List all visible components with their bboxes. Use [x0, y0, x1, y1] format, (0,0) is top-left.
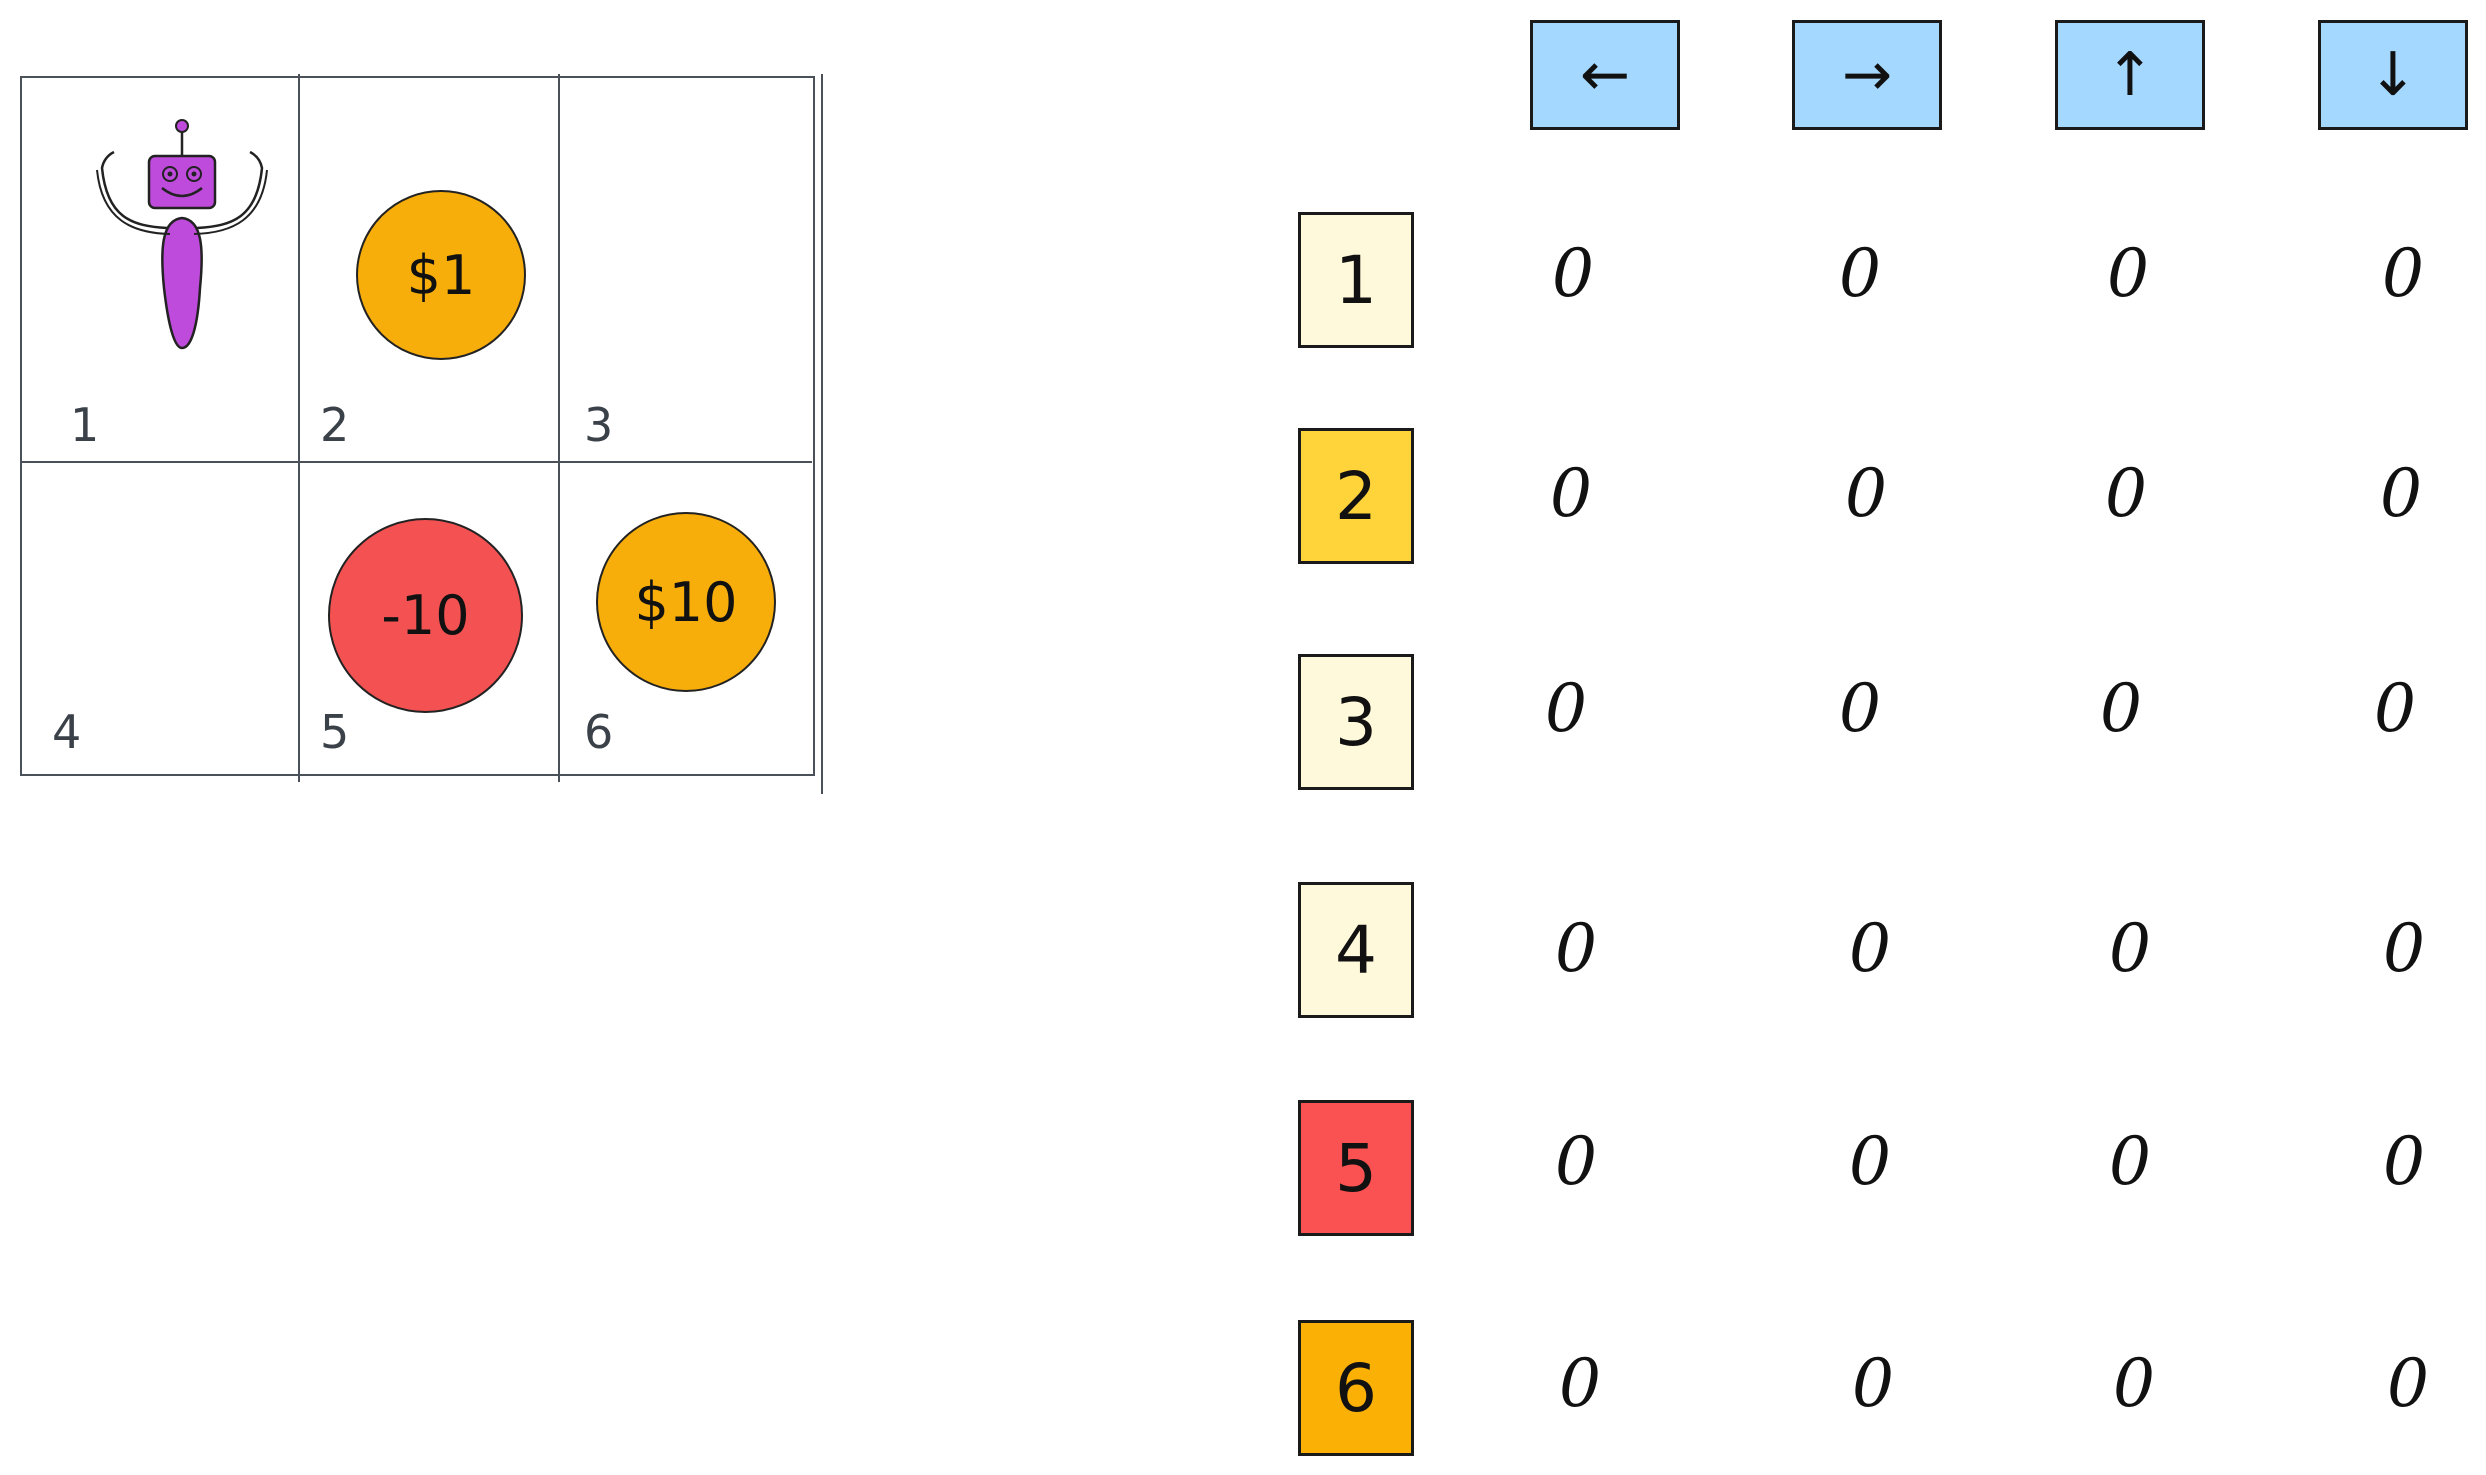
q-value: 0 [1845, 455, 1887, 532]
q-value: 0 [2380, 455, 2422, 532]
cell-number: 4 [52, 705, 82, 759]
grid-cell-4: 4 [22, 462, 298, 773]
cell-number: 1 [70, 398, 100, 452]
q-value: 0 [1559, 1345, 1601, 1422]
q-value: 0 [1849, 910, 1891, 987]
grid-cell-6: $10 6 [558, 462, 812, 773]
q-value: 0 [2109, 1123, 2151, 1200]
grid-cell-3: 3 [558, 78, 812, 462]
state-label-1: 1 [1298, 212, 1414, 348]
coin-reward: $10 [596, 512, 776, 692]
action-header-down: ↓ [2318, 20, 2468, 130]
cell-number: 2 [320, 398, 350, 452]
q-value: 0 [2109, 910, 2151, 987]
q-value: 0 [1839, 235, 1881, 312]
coin-label: $10 [634, 570, 738, 634]
grid-divider-horizontal [22, 461, 812, 463]
state-label-6: 6 [1298, 1320, 1414, 1456]
grid-divider-vertical [558, 74, 560, 782]
q-value: 0 [2383, 1123, 2425, 1200]
penalty-label: -10 [381, 584, 470, 647]
q-value: 0 [2387, 1345, 2429, 1422]
coin-reward: $1 [356, 190, 526, 360]
penalty-token: -10 [328, 518, 523, 713]
q-value: 0 [1545, 670, 1587, 747]
state-label-5: 5 [1298, 1100, 1414, 1236]
q-value: 0 [2383, 910, 2425, 987]
action-header-right: → [1792, 20, 1942, 130]
q-value: 0 [1555, 910, 1597, 987]
q-value: 0 [2100, 670, 2142, 747]
q-value: 0 [1839, 670, 1881, 747]
q-value: 0 [2374, 670, 2416, 747]
grid-cell-1: 1 [22, 78, 298, 462]
cell-number: 5 [320, 705, 350, 759]
grid-cell-5: -10 5 [298, 462, 558, 773]
q-value: 0 [1552, 235, 1594, 312]
q-value: 0 [2382, 235, 2424, 312]
action-header-up: ↑ [2055, 20, 2205, 130]
coin-label: $1 [406, 243, 476, 307]
cell-number: 6 [584, 705, 614, 759]
state-label-3: 3 [1298, 654, 1414, 790]
q-value: 0 [2113, 1345, 2155, 1422]
q-value: 0 [2105, 455, 2147, 532]
state-label-2: 2 [1298, 428, 1414, 564]
q-value: 0 [2107, 235, 2149, 312]
action-header-left: ← [1530, 20, 1680, 130]
q-value: 0 [1852, 1345, 1894, 1422]
grid-world: 1 $1 2 3 4 -10 5 $10 6 [20, 74, 823, 794]
grid-cell-2: $1 2 [298, 78, 558, 462]
robot-agent-icon [96, 119, 268, 350]
grid-divider-vertical [298, 74, 300, 782]
cell-number: 3 [584, 398, 614, 452]
q-value: 0 [1849, 1123, 1891, 1200]
state-label-4: 4 [1298, 882, 1414, 1018]
q-value: 0 [1555, 1123, 1597, 1200]
q-value: 0 [1550, 455, 1592, 532]
